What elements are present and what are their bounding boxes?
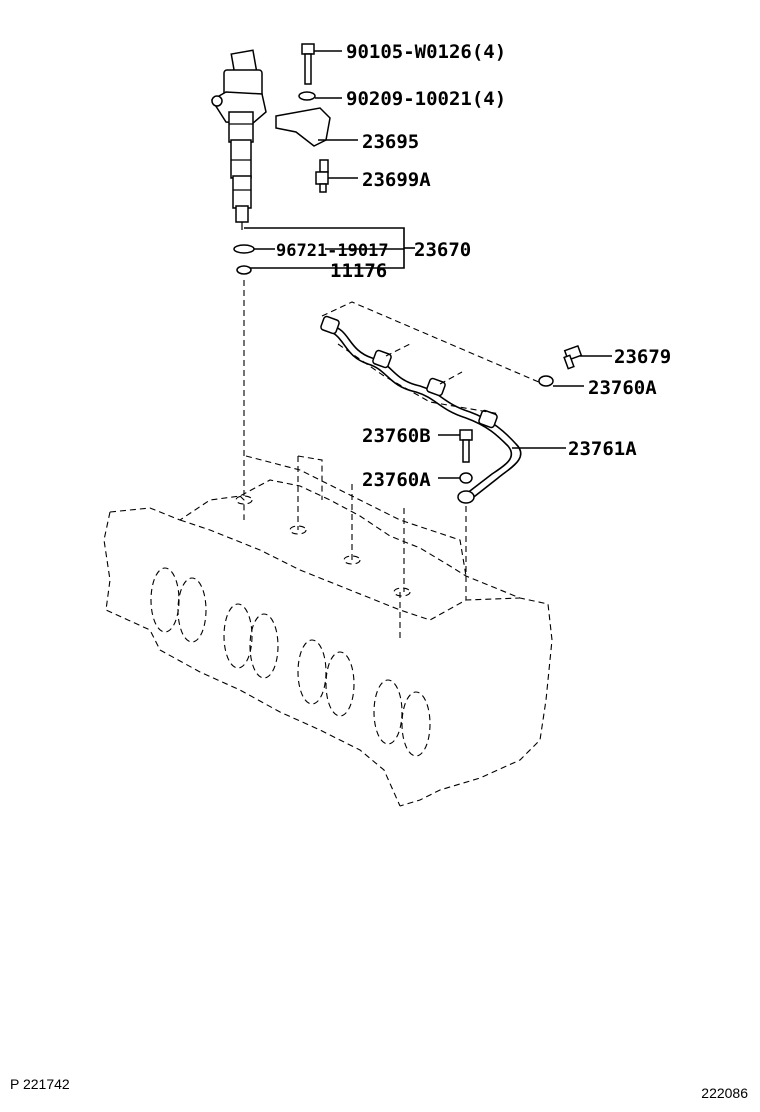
union-bolt-drawing[interactable] — [459, 429, 473, 463]
label-union-bolt: 23760B — [362, 425, 431, 447]
oring-shape[interactable] — [233, 244, 255, 254]
label-gasket: 11176 — [330, 260, 387, 282]
label-oring: 96721-19017 — [276, 241, 389, 261]
label-injector-assy: 23670 — [414, 239, 471, 261]
cylinder-head-drawing[interactable] — [103, 455, 553, 807]
injector-drawing[interactable] — [210, 49, 267, 230]
connector-drawing[interactable] — [315, 159, 329, 193]
gasket-top-shape[interactable] — [538, 375, 554, 387]
page-code-left: P 221742 — [10, 1076, 70, 1092]
washer-shape[interactable] — [298, 91, 316, 101]
gasket-lower-shape[interactable] — [459, 472, 473, 484]
label-union-bolt-top: 23679 — [614, 346, 671, 368]
bolt-drawing[interactable] — [301, 43, 315, 85]
clamp-drawing[interactable] — [275, 107, 331, 147]
label-clamp: 23695 — [362, 131, 419, 153]
label-bolt: 90105-W0126(4) — [346, 41, 506, 63]
page-code-right: 222086 — [701, 1085, 748, 1101]
label-gasket-top: 23760A — [588, 377, 657, 399]
label-connector: 23699A — [362, 169, 431, 191]
gasket-shape[interactable] — [236, 265, 252, 275]
union-bolt-top-drawing[interactable] — [563, 344, 583, 370]
label-pipe: 23761A — [568, 438, 637, 460]
label-washer: 90209-10021(4) — [346, 88, 506, 110]
label-gasket-lower: 23760A — [362, 469, 431, 491]
